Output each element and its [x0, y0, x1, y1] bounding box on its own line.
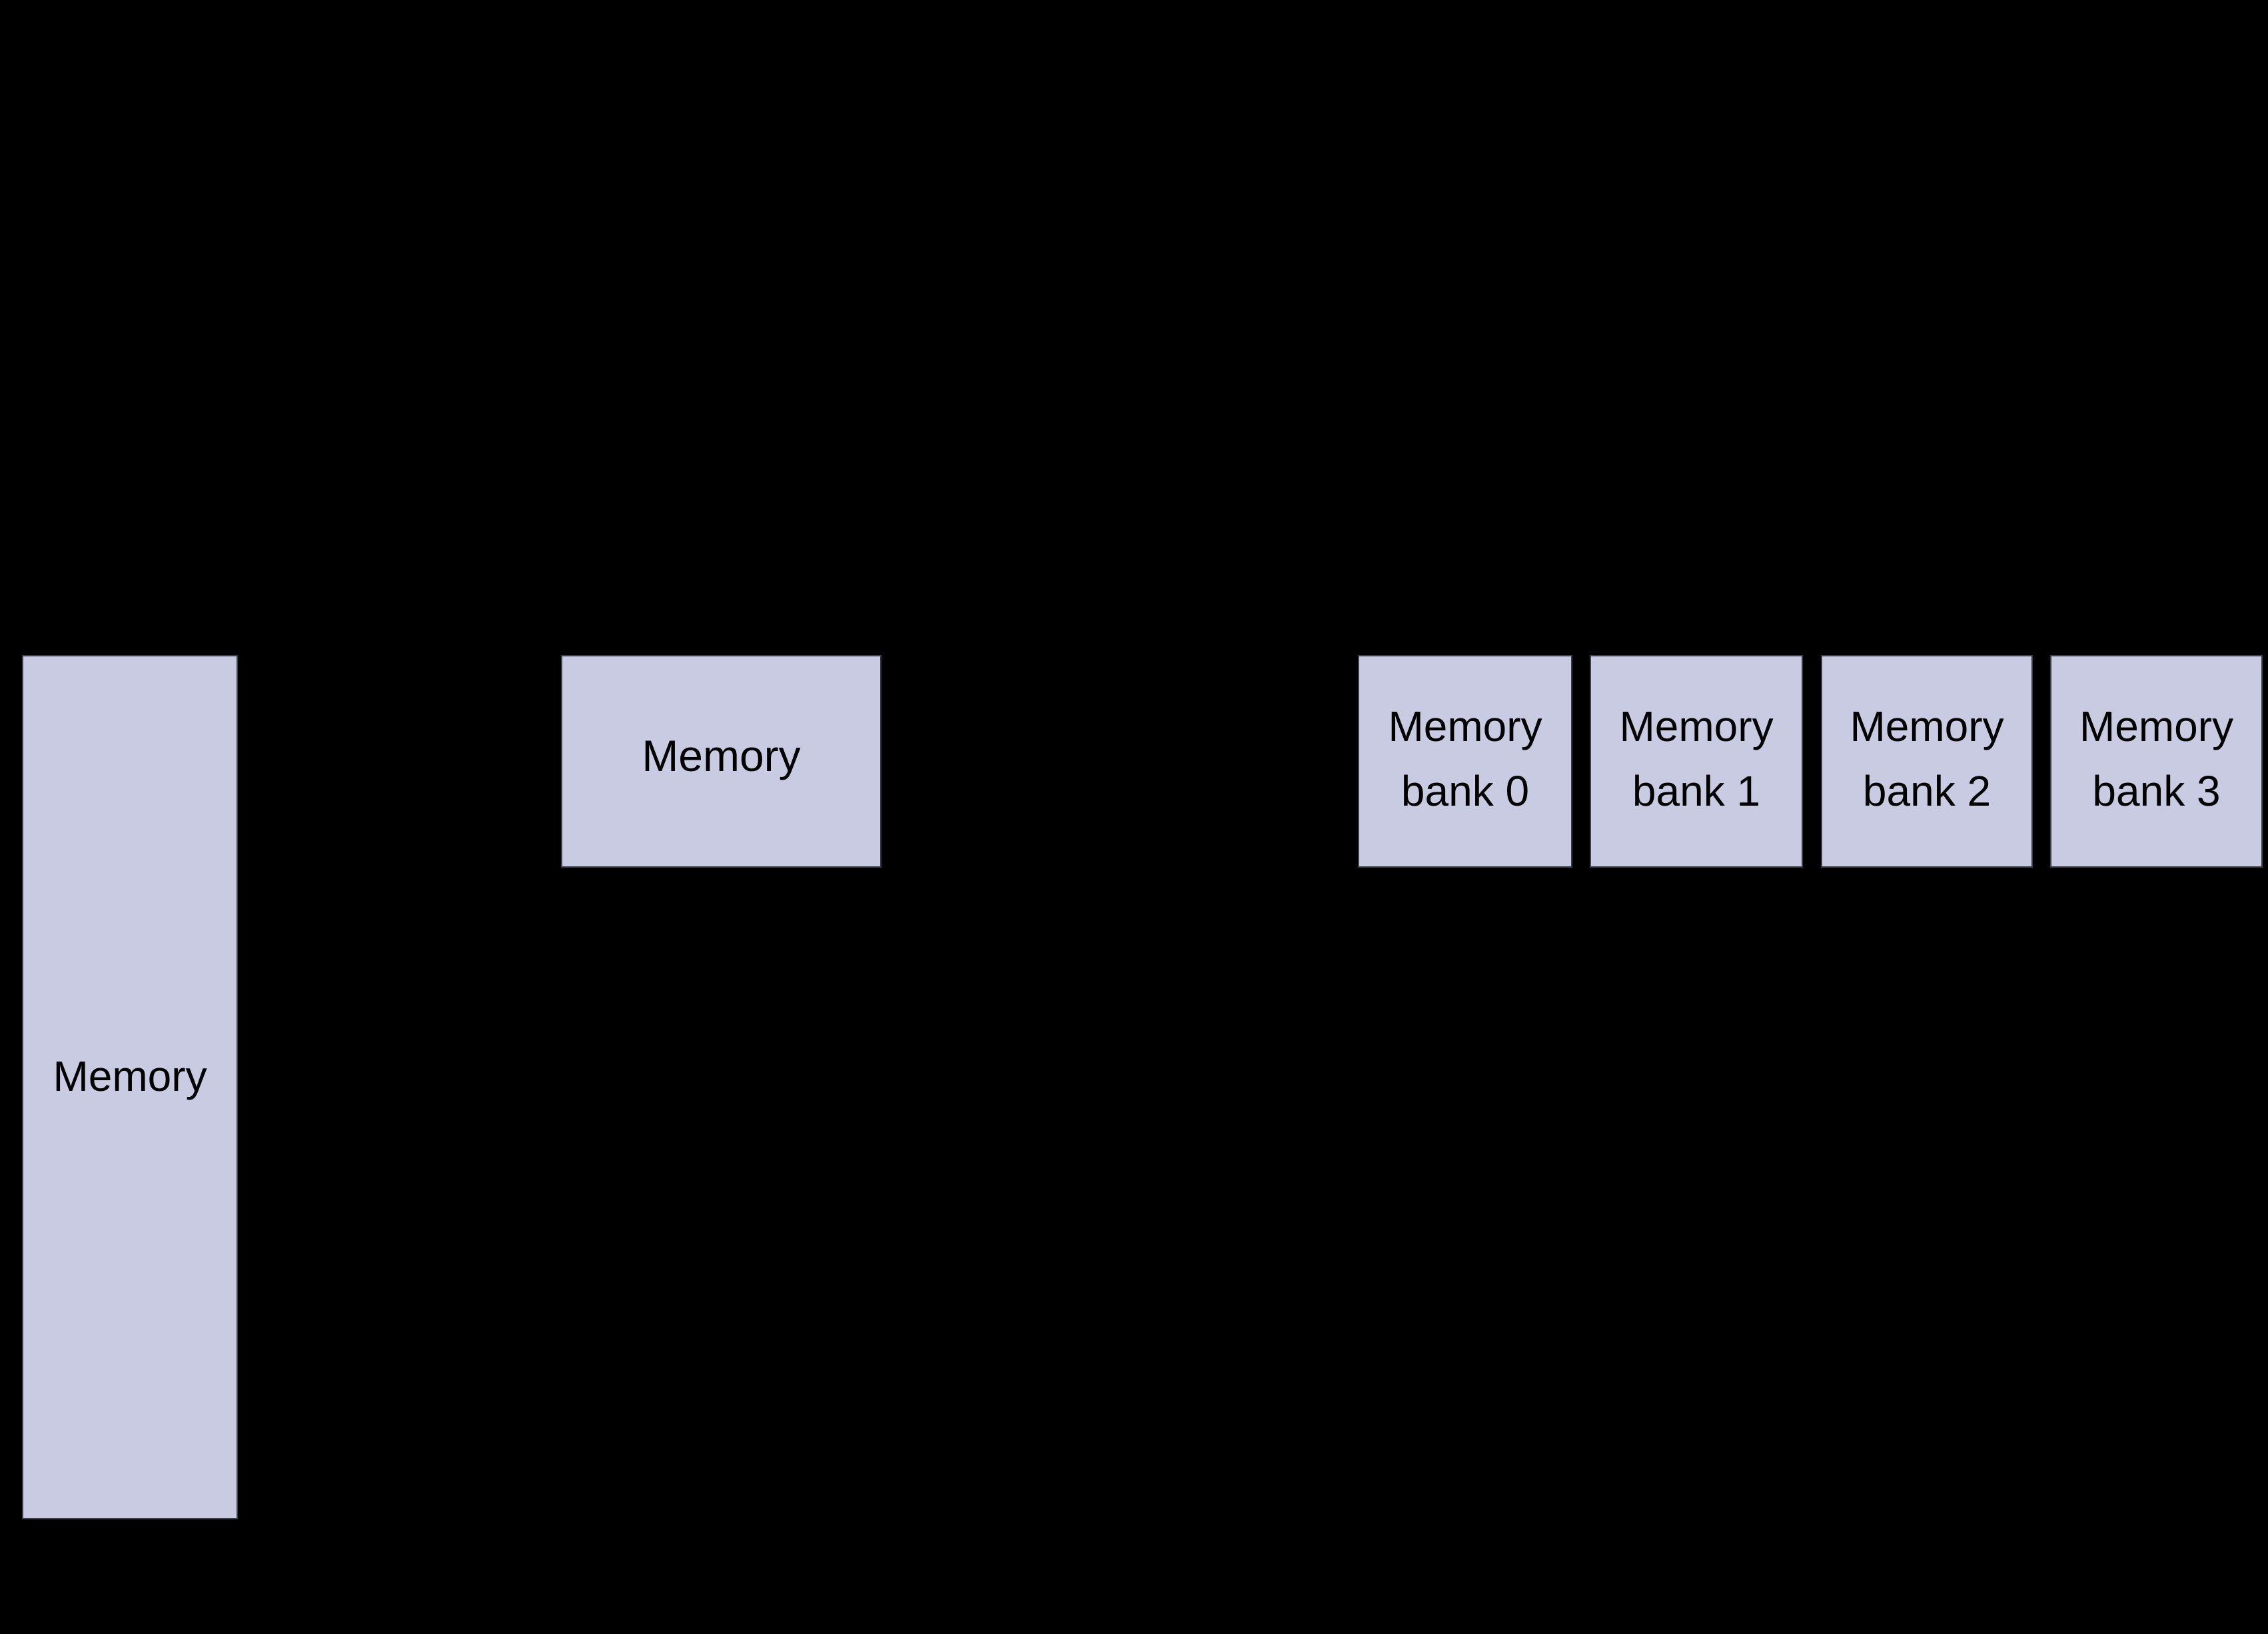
memory-bank-2: Memory bank 2 [1821, 655, 2033, 868]
memory-bank-1-label: Memory bank 1 [1619, 702, 1774, 815]
memory-bank-2-label: Memory bank 2 [1850, 702, 2004, 815]
memory-bank-3-label: Memory bank 3 [2079, 702, 2234, 815]
memory-bank-3: Memory bank 3 [2050, 655, 2263, 868]
memory-block-middle-label: Memory [642, 731, 801, 780]
memory-block-middle: Memory [561, 655, 881, 868]
memory-bank-0: Memory bank 0 [1358, 655, 1572, 868]
memory-bank-0-label: Memory bank 0 [1388, 702, 1542, 815]
memory-bank-1: Memory bank 1 [1590, 655, 1803, 868]
memory-block-left: Memory [22, 655, 238, 1519]
memory-block-left-label: Memory [53, 1052, 207, 1100]
